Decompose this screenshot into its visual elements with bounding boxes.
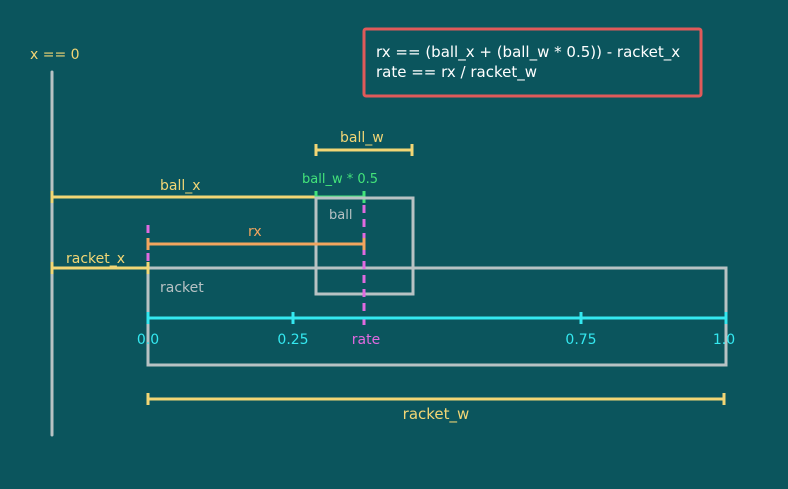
rx-dimension: rx (146, 224, 366, 250)
ball-w-half-label: ball_w * 0.5 (302, 172, 378, 187)
formula-line-rx: rx == (ball_x + (ball_w * 0.5)) - racket… (376, 43, 680, 62)
rx-label: rx (248, 224, 262, 240)
ball-label: ball (329, 208, 352, 223)
rate-tick-label-1: 1.0 (713, 332, 735, 348)
racket-w-dimension: racket_w (146, 393, 726, 424)
rate-tick-label-075: 0.75 (565, 332, 596, 348)
racket-x-label: racket_x (66, 251, 125, 267)
racket-w-label: racket_w (403, 405, 470, 424)
racket-x-dimension: racket_x (50, 251, 150, 274)
rate-scale: 0.0 0.25 0.75 1.0 rate (137, 312, 735, 348)
rate-label: rate (352, 332, 380, 348)
ball-x-label: ball_x (160, 178, 201, 194)
racket-label: racket (160, 280, 204, 296)
formula-box: rx == (ball_x + (ball_w * 0.5)) - racket… (362, 27, 703, 98)
rate-tick-label-0: 0.0 (137, 332, 159, 348)
rate-tick-label-025: 0.25 (277, 332, 308, 348)
ball-w-label: ball_w (340, 130, 384, 146)
formula-line-rate: rate == rx / racket_w (376, 63, 537, 82)
ball-x-dimension: ball_x (50, 178, 316, 203)
ball-w-dimension: ball_w (314, 130, 414, 156)
formula-box-border (362, 27, 703, 98)
origin-label: x == 0 (30, 47, 80, 63)
